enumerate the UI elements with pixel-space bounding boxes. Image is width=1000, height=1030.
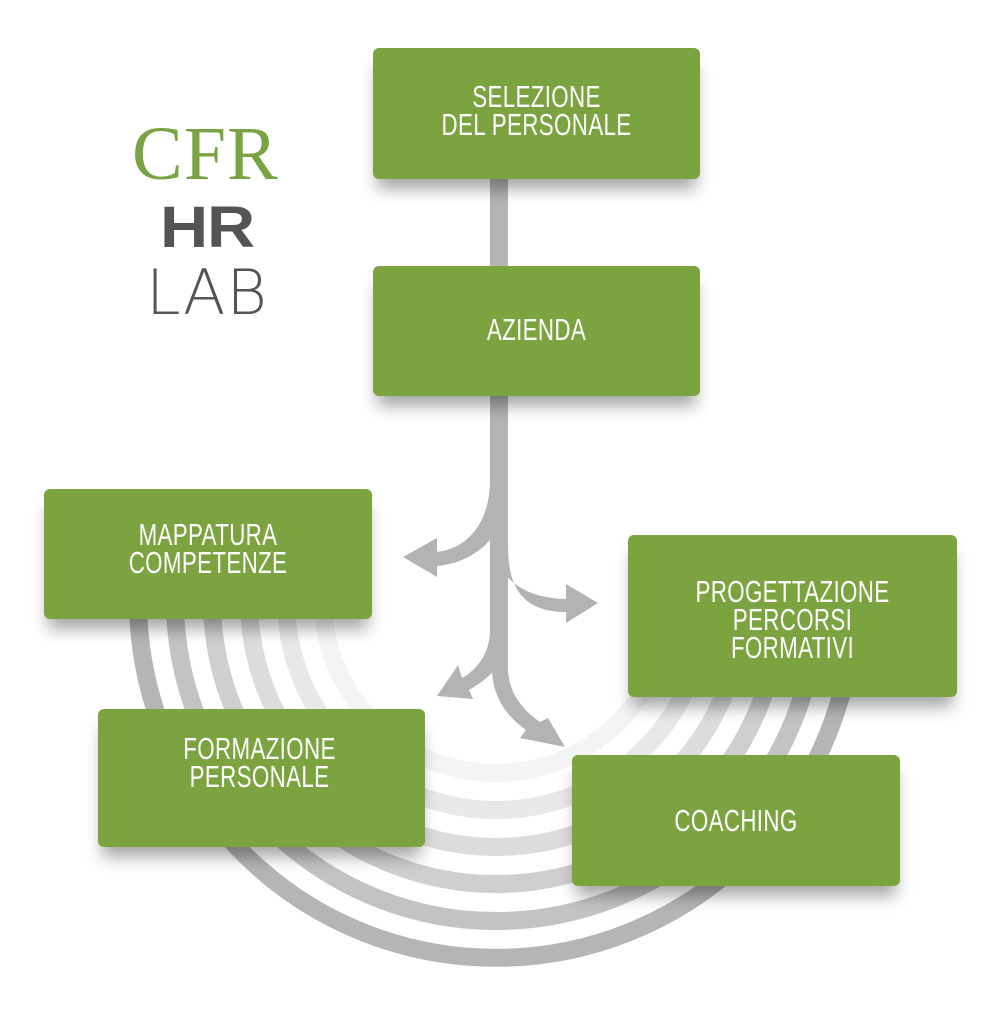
logo-lab: LAB (146, 256, 268, 329)
node-label: AZIENDA (486, 312, 587, 347)
connector-trunk (490, 392, 508, 672)
node-selezione-del-personale[interactable]: SELEZIONE DEL PERSONALE (373, 48, 700, 179)
node-label: MAPPATURA COMPETENZE (128, 517, 288, 580)
node-formazione-personale[interactable]: FORMAZIONE PERSONALE (98, 709, 425, 847)
node-progettazione-percorsi-formativi[interactable]: PROGETTAZIONE PERCORSI FORMATIVI (628, 535, 957, 697)
node-mappatura-competenze[interactable]: MAPPATURA COMPETENZE (44, 489, 372, 619)
node-label: SELEZIONE DEL PERSONALE (441, 78, 632, 142)
ring-2 (277, 599, 715, 819)
node-azienda[interactable]: AZIENDA (373, 266, 700, 396)
node-label: FORMAZIONE PERSONALE (183, 731, 336, 794)
node-coaching[interactable]: COACHING (572, 755, 900, 886)
arrow-to-mappatura (403, 480, 508, 577)
arrow-to-progettazione (490, 530, 598, 623)
connectors (403, 175, 598, 747)
node-label: PROGETTAZIONE PERCORSI FORMATIVI (695, 574, 890, 665)
connector-selezione-azienda (490, 175, 508, 270)
node-label: COACHING (674, 802, 798, 838)
logo-hr: HR (160, 195, 255, 260)
arrow-to-coaching (492, 668, 565, 747)
arrow-to-formazione (437, 630, 508, 699)
logo-cfr: CFR (132, 112, 279, 196)
